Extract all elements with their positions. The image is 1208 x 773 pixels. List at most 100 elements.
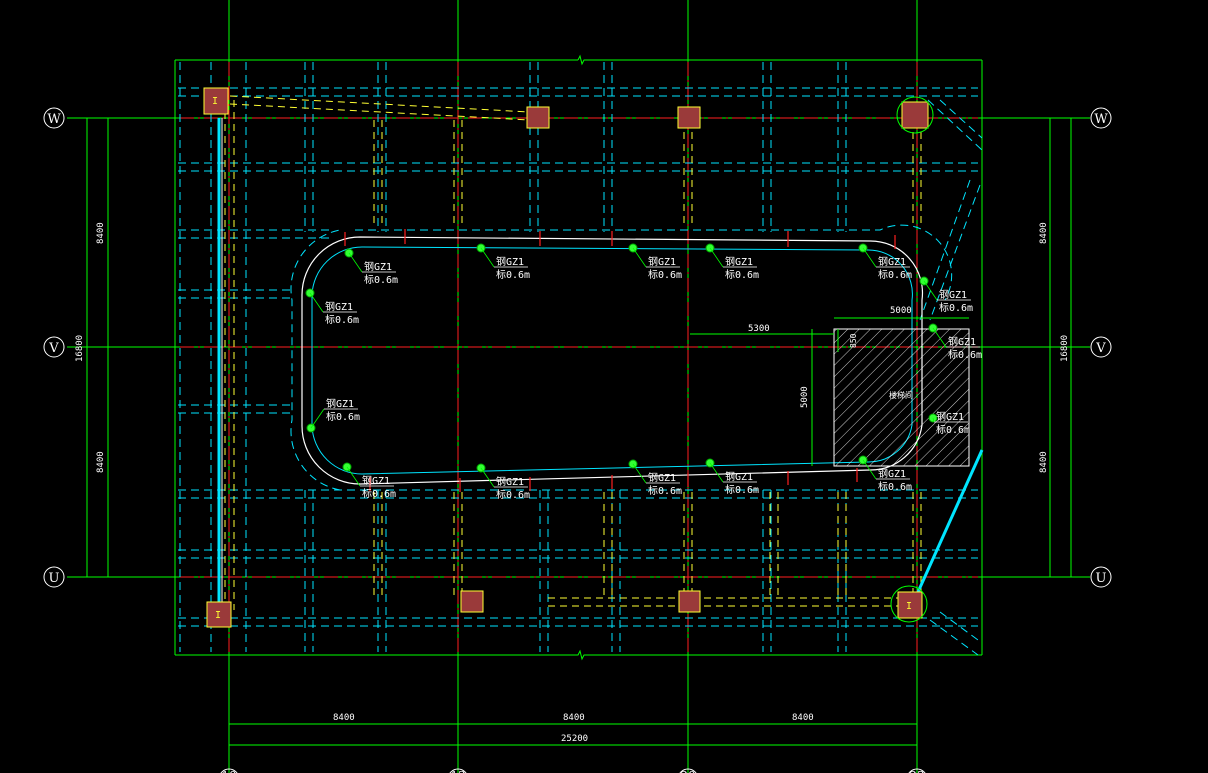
support-elevation-label: 标0.6m: [939, 302, 973, 314]
support-name-label: 钢GZ1: [325, 300, 353, 313]
support-name-label: 钢GZ1: [725, 255, 753, 268]
column-w13: [526, 106, 550, 129]
axis-bubble-u-left: [43, 566, 65, 588]
column-marker-circle: [896, 96, 934, 134]
support-leader-line: [632, 247, 647, 268]
support-elevation-label: 标0.6m: [725, 484, 759, 496]
support-elevation-label: 标0.6m: [496, 269, 530, 281]
stair-opening: 楼梯间: [833, 328, 970, 467]
secondary-beams: [178, 62, 983, 656]
support-leader-line: [309, 292, 324, 313]
axis-bubble-20: [679, 768, 697, 773]
dim-right-total: 16800: [1060, 335, 1070, 362]
support-name-label: 钢GZ1: [936, 410, 964, 423]
i-beam-icon: I: [212, 96, 218, 107]
support-name-label: 钢GZ1: [948, 335, 976, 348]
support-name-label: 钢GZ1: [878, 255, 906, 268]
dim-bottom-3: 8400: [792, 713, 814, 723]
dim-right-upper: 8400: [1039, 222, 1049, 244]
support-leader-line: [346, 466, 361, 487]
support-leader-line: [862, 459, 877, 480]
column-axis-labels: 10 13 20 23: [221, 769, 924, 773]
support-elevation-label: 标0.6m: [496, 489, 530, 501]
support-leader-line: [709, 247, 724, 268]
axis-label-v-right: V: [1095, 341, 1106, 356]
axis-label-u-right: U: [1096, 571, 1107, 586]
support-name-label: 钢GZ1: [362, 474, 390, 487]
i-beam-icon: I: [215, 610, 221, 621]
ramp-beams: [217, 118, 984, 605]
support-name-label: 钢GZ1: [648, 255, 676, 268]
support-leader-line: [348, 252, 363, 273]
columns: I I I: [203, 87, 934, 628]
support-name-label: 钢GZ1: [496, 255, 524, 268]
axis-bubble-10: [220, 768, 238, 773]
opening-height-dim: 5000: [800, 386, 810, 408]
support-leader-line: [862, 247, 877, 268]
support-leader-line: [923, 280, 938, 301]
support-elevation-label: 标0.6m: [648, 269, 682, 281]
axis-label-10: 10: [221, 769, 236, 773]
column-w23: [901, 101, 929, 129]
support-leader-line: [480, 247, 495, 268]
axis-label-23: 23: [909, 769, 924, 773]
row-axis-labels: W V U W V U: [47, 112, 1108, 586]
axis-bubble-v-left: [43, 336, 65, 358]
support-elevation-label: 标0.6m: [878, 269, 912, 281]
slab-edge-ticks: [344, 229, 896, 492]
support-elevation-label: 标0.6m: [326, 411, 360, 423]
axis-bubble-u-right: [1090, 566, 1112, 588]
support-elevation-label: 标0.6m: [362, 488, 396, 500]
opening-top-dim: 5000: [890, 306, 912, 316]
row-axis-bubbles: [43, 107, 1112, 588]
support-leader-line: [932, 327, 947, 348]
column-marker-circle: [890, 585, 928, 623]
dim-left-lower: 8400: [96, 451, 106, 473]
support-elevation-label: 标0.6m: [936, 424, 970, 436]
support-name-label: 钢GZ1: [725, 470, 753, 483]
column-axis-bubbles: [220, 768, 926, 773]
column-u13: [460, 590, 484, 613]
dim-bottom-2: 8400: [563, 713, 585, 723]
steel-column-w10: [203, 87, 229, 115]
main-beams: [224, 95, 922, 610]
column-u23: [897, 591, 923, 619]
dim-bottom-total: 25200: [561, 734, 588, 744]
column-w20: [677, 106, 701, 129]
dim-right-lower: 8400: [1039, 451, 1049, 473]
i-beam-icon: I: [906, 601, 912, 612]
axis-label-u-left: U: [49, 571, 60, 586]
axis-bubble-w-right: [1090, 107, 1112, 129]
support-name-label: 钢GZ1: [364, 260, 392, 273]
opening-label: 楼梯间: [889, 390, 913, 400]
support-name-label: 钢GZ1: [648, 471, 676, 484]
support-leader-line: [709, 462, 724, 483]
dim-left-total: 16800: [75, 335, 85, 362]
support-leader-line: [310, 408, 325, 429]
support-name-label: 钢GZ1: [878, 467, 906, 480]
support-elevation-label: 标0.6m: [364, 274, 398, 286]
axis-bubble-23: [908, 768, 926, 773]
opening-dimension-lines: [690, 317, 969, 466]
support-elevation-label: 标0.6m: [948, 349, 982, 361]
support-elevation-label: 标0.6m: [725, 269, 759, 281]
support-name-label: 钢GZ1: [326, 397, 354, 410]
support-leader-line: [932, 417, 935, 423]
outer-frame: [174, 54, 983, 661]
axis-label-20: 20: [680, 769, 695, 773]
axis-bubble-13: [449, 768, 467, 773]
axis-label-v-left: V: [48, 341, 59, 356]
support-leader-line: [632, 463, 647, 484]
support-elevation-label: 标0.6m: [648, 485, 682, 497]
dimension-lines: [82, 117, 1076, 746]
axis-label-13: 13: [450, 769, 465, 773]
support-elevation-label: 标0.6m: [878, 481, 912, 493]
dim-left-upper: 8400: [96, 222, 106, 244]
axis-label-w-right: W: [1094, 112, 1108, 127]
support-posts: 钢GZ1标0.6m钢GZ1标0.6m钢GZ1标0.6m钢GZ1标0.6m钢GZ1…: [305, 243, 982, 501]
axis-bubble-v-right: [1090, 336, 1112, 358]
steel-column-u10: [206, 601, 232, 628]
support-elevation-label: 标0.6m: [325, 314, 359, 326]
support-name-label: 钢GZ1: [939, 288, 967, 301]
